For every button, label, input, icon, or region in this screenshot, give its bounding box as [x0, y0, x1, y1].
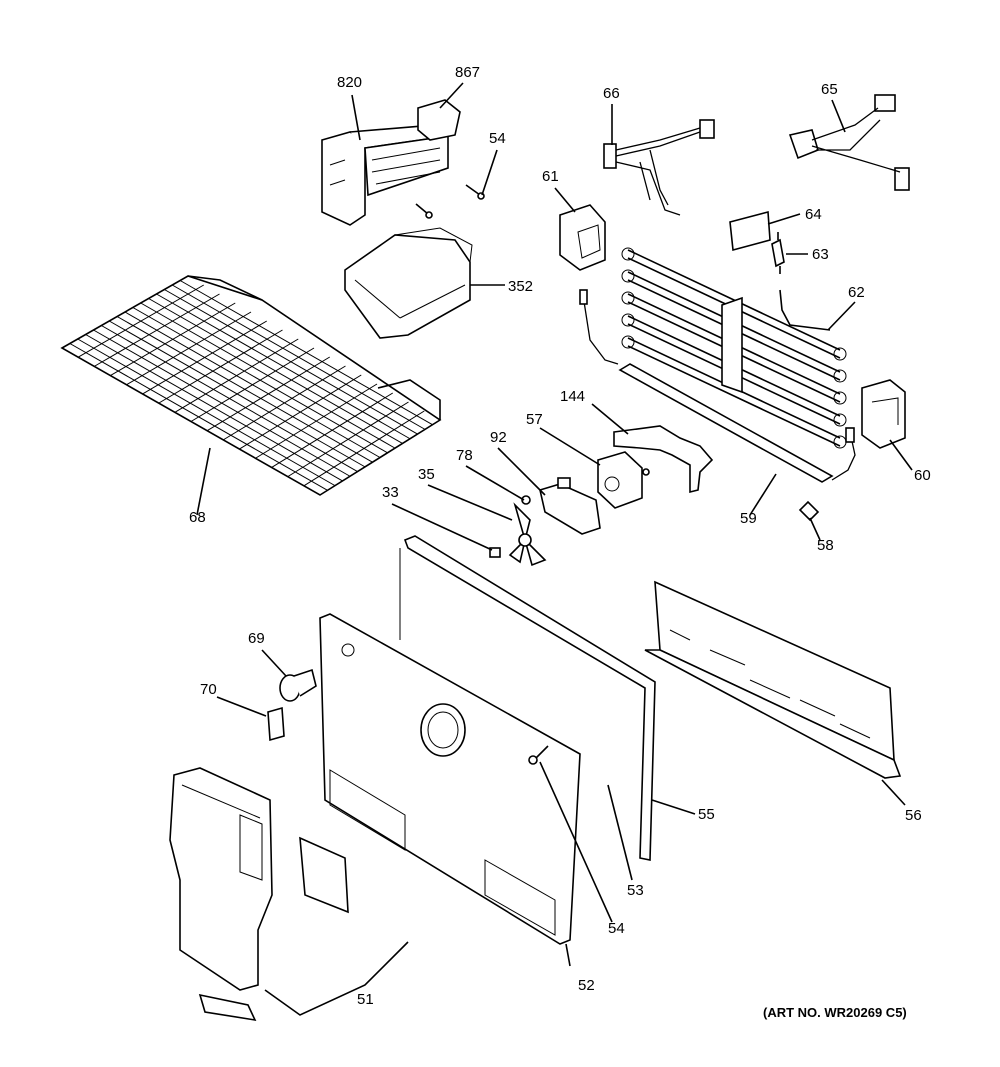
callout-35: 35	[418, 466, 435, 483]
thermal-fuse	[771, 232, 785, 274]
callout-867: 867	[455, 64, 480, 81]
callout-78: 78	[456, 447, 473, 464]
callout-58: 58	[817, 537, 834, 554]
drain-bracket	[861, 379, 906, 449]
callout-68: 68	[189, 509, 206, 526]
callout-820: 820	[337, 74, 362, 91]
clip-part	[267, 706, 285, 742]
air-duct-assembly	[169, 767, 349, 1022]
callout-55: 55	[698, 806, 715, 823]
callout-33: 33	[382, 484, 399, 501]
leader-lines	[196, 82, 913, 1016]
callout-57: 57	[526, 411, 543, 428]
callout-54-bottom: 54	[608, 920, 625, 937]
plug-part	[279, 668, 317, 702]
callout-62: 62	[848, 284, 865, 301]
fan-motor-bracket	[613, 425, 714, 494]
callout-69: 69	[248, 630, 265, 647]
callout-53: 53	[627, 882, 644, 899]
callout-92: 92	[490, 429, 507, 446]
callout-59: 59	[740, 510, 757, 527]
wire-harness	[603, 119, 715, 216]
wire-shelf	[60, 275, 442, 496]
evaporator-cover	[319, 613, 581, 945]
callout-66: 66	[603, 85, 620, 102]
callout-51: 51	[357, 991, 374, 1008]
gasket	[403, 535, 656, 861]
art-number: (ART NO. WR20269 C5)	[763, 1005, 907, 1020]
callout-70: 70	[200, 681, 217, 698]
callout-labels: 820 867 54 66 65 61 64 63 352 62 68 144 …	[189, 64, 931, 1020]
defrost-thermostat-harness	[788, 94, 910, 191]
callout-144: 144	[560, 388, 585, 405]
evaporator-bracket	[559, 204, 606, 271]
heater-clip	[798, 500, 820, 522]
fan-blade	[489, 495, 547, 567]
callout-63: 63	[812, 246, 829, 263]
callout-352: 352	[508, 278, 533, 295]
icemaker-assembly	[321, 99, 461, 226]
channel-trim	[644, 580, 902, 779]
screw-icon	[415, 184, 485, 219]
callout-54-top: 54	[489, 130, 506, 147]
fan-motor	[539, 451, 650, 535]
defrost-heater	[579, 289, 856, 483]
callout-56: 56	[905, 807, 922, 824]
callout-65: 65	[821, 81, 838, 98]
insulation-pad	[729, 210, 771, 252]
ice-bucket	[344, 227, 473, 339]
callout-61: 61	[542, 168, 559, 185]
callout-60: 60	[914, 467, 931, 484]
callout-64: 64	[805, 206, 822, 223]
evaporator	[621, 247, 847, 449]
callout-52: 52	[578, 977, 595, 994]
